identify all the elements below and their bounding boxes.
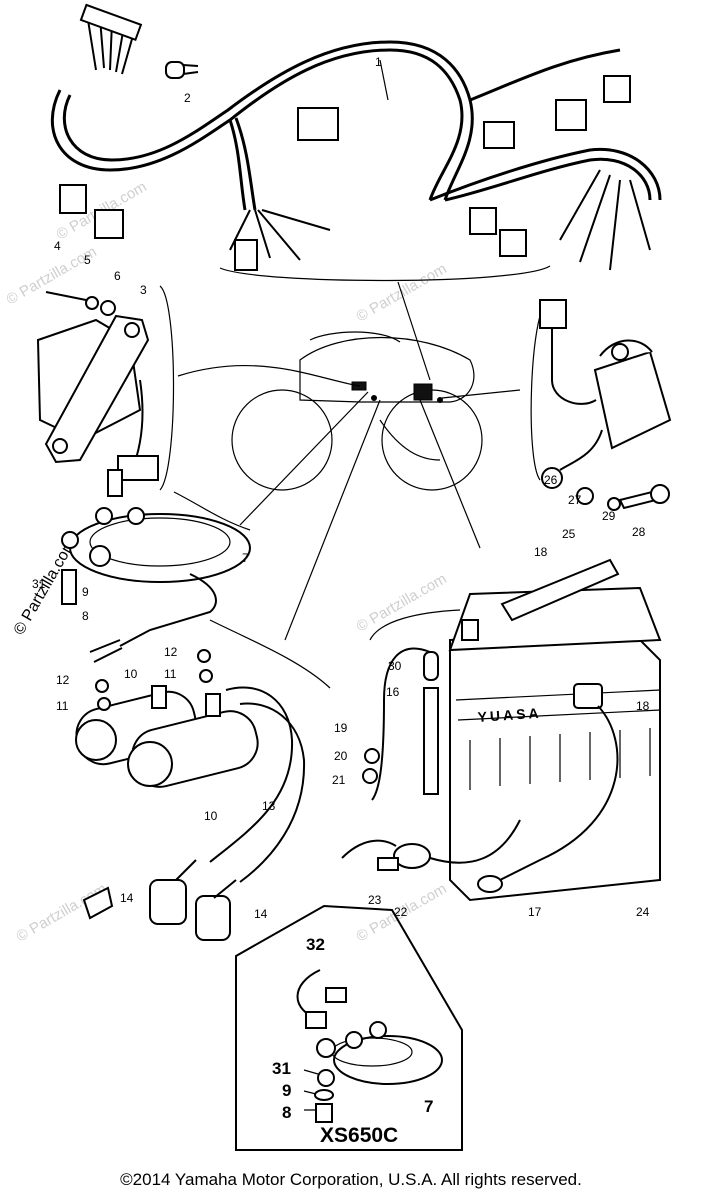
inset-callout-32: 32 [306,935,325,954]
callout-1: 1 [375,55,382,69]
callout-31: 31 [32,577,46,591]
callout-25: 25 [562,527,576,541]
callout-29: 29 [602,509,616,523]
battery-brand: YUASA [477,705,542,725]
battery-ribs [469,728,651,790]
callout-14: 14 [120,891,134,905]
xs650c-inset [235,904,463,1151]
inset-callouts: 32 31 9 8 7 XS650C [272,935,433,1147]
flasher-relay [530,299,672,511]
main-wire-harness [50,3,662,381]
callout-12: 12 [56,673,70,687]
callout-24: 24 [636,905,650,919]
callout-5: 5 [84,253,91,267]
motorcycle-outline [231,331,483,491]
callout-16: 16 [386,685,400,699]
callout-14: 14 [254,907,268,921]
callout-2: 2 [184,91,191,105]
callout-13: 13 [262,799,276,813]
callout-7: 7 [242,551,249,565]
copyright-notice: ©2014 Yamaha Motor Corporation, U.S.A. A… [120,1170,582,1189]
callout-12: 12 [164,645,178,659]
callout-6: 6 [114,269,121,283]
callout-26: 26 [544,473,558,487]
callout-8: 8 [82,609,89,623]
callout-10: 10 [124,667,138,681]
callouts: 1 2 3 4 5 6 7 31 9 8 12 11 12 11 10 10 1… [32,55,650,921]
callout-11: 11 [56,699,69,713]
callout-21: 21 [332,773,346,787]
callout-30: 30 [388,659,402,673]
callout-18: 18 [534,545,548,559]
leader-lines [177,364,521,641]
callout-18: 18 [636,699,650,713]
callout-11: 11 [164,667,177,681]
callout-22: 22 [394,905,408,919]
callout-9: 9 [82,585,89,599]
inset-callout-7: 7 [424,1097,433,1116]
callout-27: 27 [568,493,582,507]
callout-10: 10 [204,809,218,823]
horn [61,491,251,663]
callout-19: 19 [334,721,348,735]
callout-3: 3 [140,283,147,297]
inset-callout-9: 9 [282,1081,291,1100]
callout-23: 23 [368,893,382,907]
left-regulator [36,285,175,497]
inset-callout-31: 31 [272,1059,291,1078]
callout-28: 28 [632,525,646,539]
battery: YUASA [341,558,662,902]
watermark: © Partzilla.com [354,570,450,635]
inset-callout-8: 8 [282,1103,291,1122]
callout-4: 4 [54,239,61,253]
callout-20: 20 [334,749,348,763]
model-label: XS650C [320,1124,398,1147]
ignition-coils [75,619,331,941]
callout-17: 17 [528,905,542,919]
